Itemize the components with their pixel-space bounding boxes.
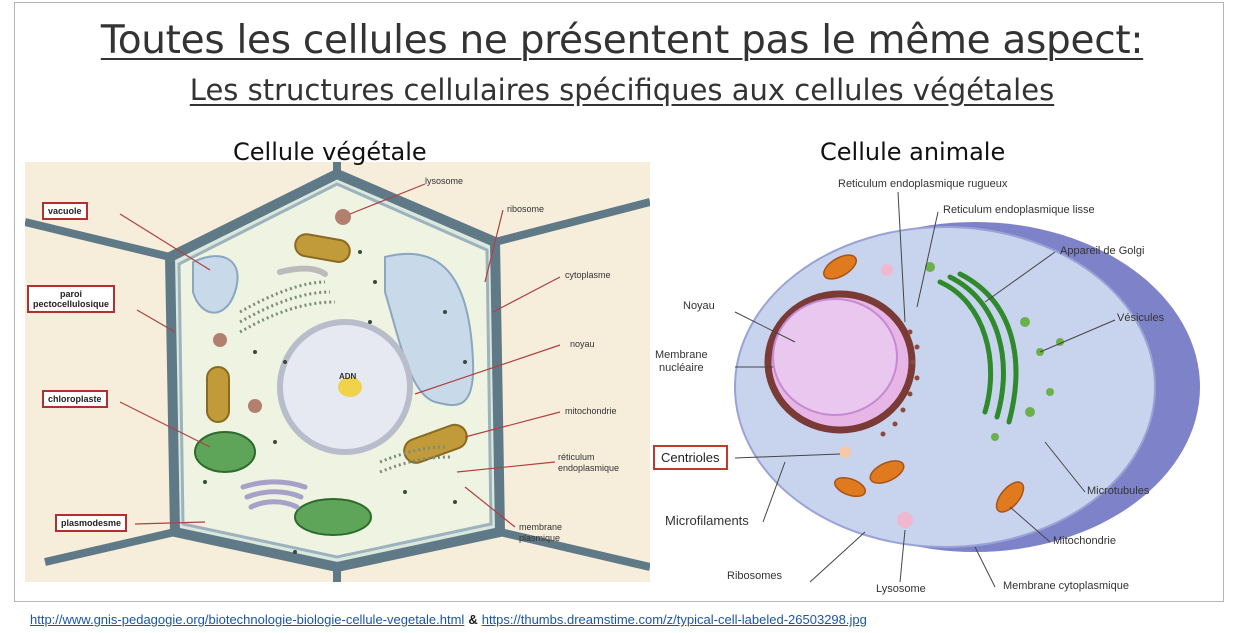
plant-cell-panel: vacuole paroi pectocellulosique chloropl…	[25, 162, 650, 582]
slide-title: Toutes les cellules ne présentent pas le…	[0, 18, 1244, 63]
animal-cell-panel: Reticulum endoplasmique rugueux Reticulu…	[655, 162, 1215, 607]
source-link-gnis[interactable]: http://www.gnis-pedagogie.org/biotechnol…	[30, 612, 464, 627]
label-adn: ADN	[339, 371, 356, 382]
plant-panel-title: Cellule végétale	[233, 138, 427, 166]
label-paroi: paroi pectocellulosique	[27, 285, 115, 313]
label-vesicules: Vésicules	[1117, 312, 1164, 325]
label-membrane-plasmique: membrane plasmique	[519, 522, 562, 544]
label-lysosome: lysosome	[425, 176, 463, 187]
chloroplast-2	[295, 499, 371, 535]
link-separator: &	[468, 612, 477, 627]
mitochondria-2	[207, 367, 229, 422]
source-links: http://www.gnis-pedagogie.org/biotechnol…	[30, 612, 867, 627]
slide-subtitle: Les structures cellulaires spécifiques a…	[0, 73, 1244, 107]
animal-cell-diagram	[655, 162, 1215, 607]
label-microfilaments: Microfilaments	[665, 514, 749, 527]
label-chloroplaste: chloroplaste	[42, 390, 108, 408]
lysosome-1	[335, 209, 351, 225]
label-membrane-nucleaire: Membrane nucléaire	[655, 349, 708, 375]
label-noyau: noyau	[570, 339, 595, 350]
label-microtubules: Microtubules	[1087, 485, 1149, 498]
label-plasmodesme: plasmodesme	[55, 514, 127, 532]
label-membrane-cytoplasmique: Membrane cytoplasmique	[1003, 580, 1129, 593]
label-mitochondrie: mitochondrie	[565, 406, 617, 417]
label-centrioles: Centrioles	[653, 445, 728, 470]
label-rer: Reticulum endoplasmique rugueux	[838, 178, 1007, 191]
label-lysosome-animal: Lysosome	[876, 583, 926, 596]
label-vacuole: vacuole	[42, 202, 88, 220]
label-ribosome: ribosome	[507, 204, 544, 215]
label-cytoplasme: cytoplasme	[565, 270, 611, 281]
label-noyau-animal: Noyau	[683, 300, 715, 313]
animal-panel-title: Cellule animale	[820, 138, 1005, 166]
label-rel: Reticulum endoplasmique lisse	[943, 204, 1095, 217]
label-reticulum: réticulum endoplasmique	[558, 452, 619, 474]
label-mitochondrie-animal: Mitochondrie	[1053, 535, 1116, 548]
label-golgi: Appareil de Golgi	[1060, 245, 1144, 258]
label-ribosomes: Ribosomes	[727, 570, 782, 583]
source-link-dreamstime[interactable]: https://thumbs.dreamstime.com/z/typical-…	[482, 612, 867, 627]
chloroplast-1	[195, 432, 255, 472]
